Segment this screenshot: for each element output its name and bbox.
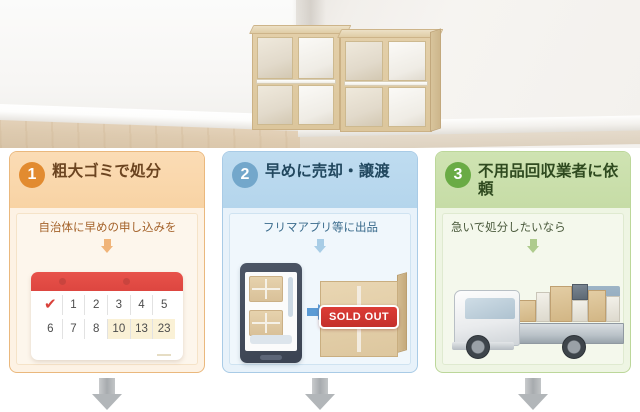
option-card-1[interactable]: 1 粗大ゴミで処分 自治体に早めの申し込みを <box>9 151 205 373</box>
calendar-day-cell-highlighted: 10 <box>106 319 130 339</box>
calendar-day-cell: 2 <box>84 295 107 315</box>
truck-wheel <box>562 335 586 359</box>
shelf-cube <box>257 85 293 125</box>
scrollbar[interactable] <box>288 277 293 317</box>
calendar-ring-dot <box>59 278 66 285</box>
wall-left <box>0 0 300 118</box>
option-2-body: フリマアプリ等に出品 <box>229 213 411 365</box>
loaded-truck-illustration <box>450 270 628 362</box>
shelf-middle-board <box>344 81 428 86</box>
step-number-badge: 3 <box>445 162 471 188</box>
calendar-check-cell: ✔ <box>39 295 62 315</box>
calendar-day-cell: 5 <box>152 295 175 315</box>
listing-placeholder-bar <box>250 335 292 344</box>
inline-down-arrow-icon <box>313 238 327 253</box>
status-badge: SOLD OUT <box>319 305 400 329</box>
cargo-box <box>572 300 588 322</box>
calendar-day-cell-highlighted: 13 <box>129 319 153 339</box>
shelf-cube <box>388 87 426 127</box>
calendar-ring-dot <box>123 278 130 285</box>
flow-down-arrow-3 <box>518 378 548 410</box>
calendar-day-cell: 3 <box>106 295 130 315</box>
option-2-art: SOLD OUT <box>230 260 410 364</box>
shelf-cube <box>298 85 334 125</box>
option-1-title: 粗大ゴミで処分 <box>52 163 162 180</box>
option-card-3[interactable]: 3 不用品回収業者に依頼 急いで処分したいなら <box>435 151 631 373</box>
sold-shelf-illustration: SOLD OUT <box>316 272 407 361</box>
calendar-header <box>31 272 183 291</box>
calendar-day-cell: 1 <box>61 295 85 315</box>
calendar-day-cell: 7 <box>61 319 85 339</box>
option-3-header: 3 不用品回収業者に依頼 <box>436 152 630 208</box>
calendar-footer-mark <box>157 354 171 356</box>
option-3-body: 急いで処分したいなら <box>442 213 624 365</box>
flow-down-arrow-2 <box>305 378 335 410</box>
shelf-middle-board <box>256 79 336 84</box>
tablet-screen <box>245 272 297 351</box>
calendar-day-cell-highlighted: 23 <box>152 319 175 339</box>
calendar-day-cell: 4 <box>129 295 153 315</box>
cargo-box <box>588 290 606 322</box>
calendar-day-cell: 6 <box>47 323 54 335</box>
truck-wheel <box>466 335 490 359</box>
calendar-week-row-1: ✔ 1 2 3 4 5 <box>39 295 175 315</box>
calendar-week-row-2: 6 7 8 10 13 23 <box>39 319 175 339</box>
cargo-box <box>518 300 536 322</box>
cargo-box <box>572 284 588 300</box>
option-3-caption: 急いで処分したいなら <box>451 222 566 234</box>
hero-photo <box>0 0 640 148</box>
listing-thumbnail <box>249 276 283 302</box>
check-icon: ✔ <box>44 296 57 313</box>
tablet-home-button <box>260 355 282 360</box>
option-1-caption: 自治体に早めの申し込みを <box>38 222 177 234</box>
option-1-art: ✔ 1 2 3 4 5 6 7 8 10 <box>17 260 197 364</box>
cargo-box <box>536 292 550 322</box>
shelf-cube <box>345 41 383 81</box>
truck-cab <box>454 290 520 346</box>
option-card-2[interactable]: 2 早めに売却・譲渡 フリマアプリ等に出品 <box>222 151 418 373</box>
step-number-badge: 1 <box>19 162 45 188</box>
shelf-cube <box>345 87 383 127</box>
option-2-title: 早めに売却・譲渡 <box>265 163 390 180</box>
tablet-illustration <box>240 263 302 363</box>
shelf-unit-right <box>337 28 444 132</box>
option-2-header: 2 早めに売却・譲渡 <box>223 152 417 208</box>
option-3-title: 不用品回収業者に依頼 <box>478 163 619 199</box>
cargo-box <box>606 296 620 322</box>
flow-down-arrow-1 <box>92 378 122 410</box>
step-number-badge: 2 <box>232 162 258 188</box>
option-3-art <box>443 260 624 364</box>
listing-thumbnail <box>249 310 283 336</box>
calendar-illustration: ✔ 1 2 3 4 5 6 7 8 10 <box>31 272 183 360</box>
inline-down-arrow-icon <box>100 238 114 253</box>
shelf-cube <box>298 37 334 79</box>
inline-down-arrow-icon <box>526 238 540 253</box>
option-2-caption: フリマアプリ等に出品 <box>263 222 378 234</box>
cargo-box <box>550 286 572 322</box>
shelf-top-panel <box>337 29 444 38</box>
shelf-cube <box>257 37 293 79</box>
options-panel-row: 1 粗大ゴミで処分 自治体に早めの申し込みを <box>0 148 640 412</box>
shelf-cube <box>388 41 426 81</box>
calendar-day-cell: 8 <box>84 319 107 339</box>
shelf-unit-left <box>249 25 352 130</box>
truck-windshield <box>465 298 515 319</box>
option-1-body: 自治体に早めの申し込みを ✔ 1 <box>16 213 198 365</box>
shelf-side-panel <box>430 28 441 132</box>
shelf-top-panel <box>249 25 352 34</box>
option-1-header: 1 粗大ゴミで処分 <box>10 152 204 208</box>
